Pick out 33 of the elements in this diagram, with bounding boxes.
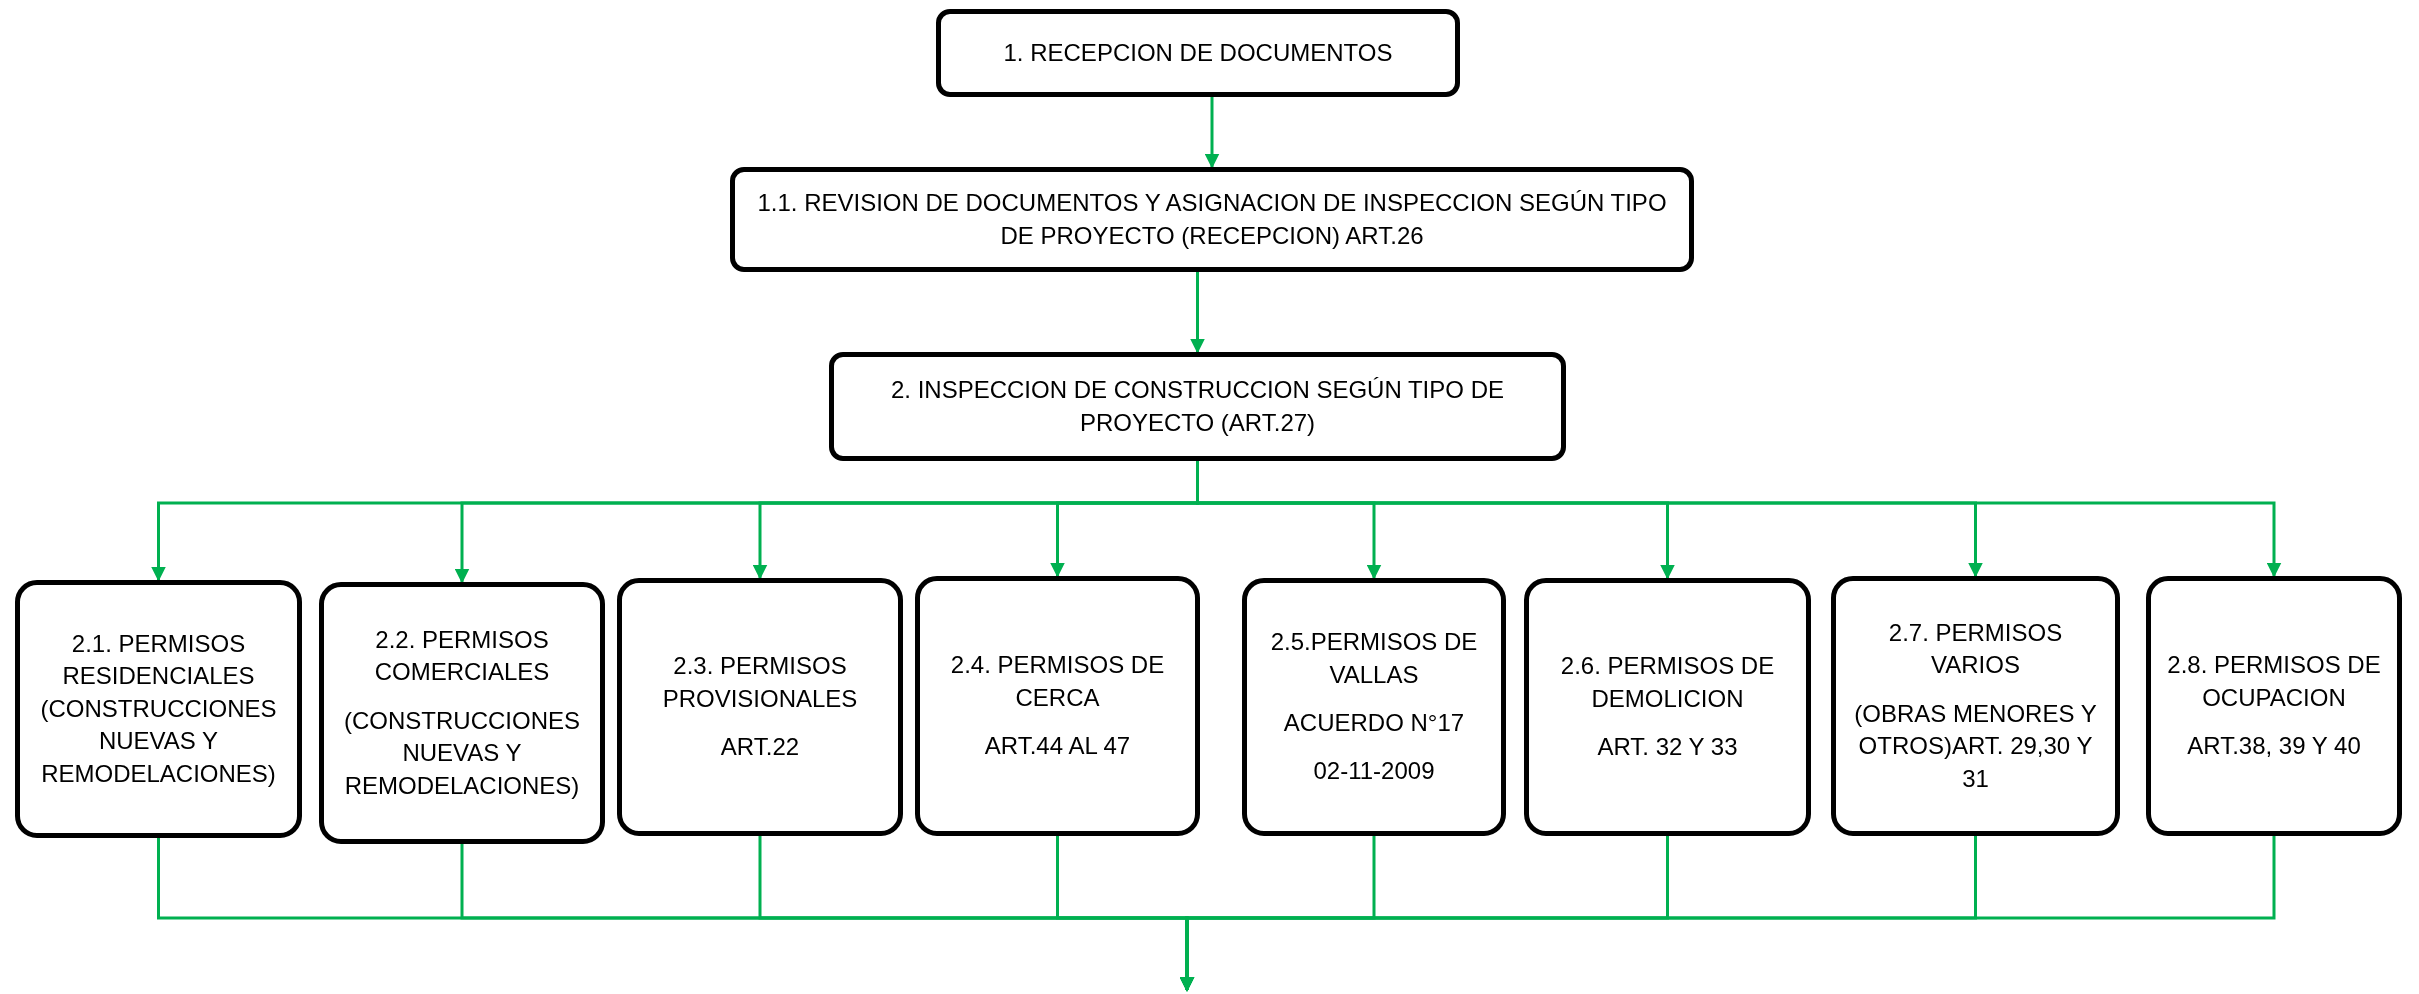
process-box [829,352,1566,461]
box-text: 2.5.PERMISOS DE VALLAS [1269,627,1479,690]
box-text: 1.1. REVISION DE DOCUMENTOS Y ASIGNACION DE INSPECCION SEGÚN TIPO DE PROYECTO (RECEPCION) ART.26 [756,188,1668,251]
box-text: 2.7. PERMISOS VARIOS [1887,618,2064,681]
box-text: 2.8. PERMISOS DE OCUPACION [2166,650,2382,713]
process-box [319,582,605,844]
box-text: 2.3. PERMISOS PROVISIONALES [661,651,859,714]
process-box [15,580,302,838]
process-box [1831,576,2120,836]
box-text: 2. INSPECCION DE CONSTRUCCION SEGÚN TIPO DE PROYECTO (ART.27) [890,375,1505,438]
process-box [730,167,1694,272]
box-text: ART.44 AL 47 [984,731,1131,762]
process-box [617,578,903,836]
process-box [915,576,1200,836]
box-text: 2.4. PERMISOS DE CERCA [949,650,1166,713]
box-text: ART. 32 Y 33 [1597,732,1738,763]
box-text: 2.1. PERMISOS RESIDENCIALES (CONSTRUCCIONES NUEVAS Y REMODELACIONES) [39,629,278,789]
arrow [1179,836,2276,992]
arrow [1204,97,1220,169]
box-text: 2.6. PERMISOS DE DEMOLICION [1559,651,1776,714]
box-text: 2.2. PERMISOS COMERCIALES [373,625,551,688]
process-box [1524,578,1811,836]
box-text: 1. RECEPCION DE DOCUMENTOS [1003,37,1393,68]
process-box [2146,576,2402,836]
box-text: (OBRAS MENORES Y OTROS)ART. 29,30 Y 31 [1853,698,2098,794]
box-text: (CONSTRUCCIONES NUEVAS Y REMODELACIONES) [343,705,581,801]
box-text: ART.22 [720,732,800,763]
box-text: 02-11-2009 [1313,756,1435,787]
arrow [1190,272,1205,354]
process-box [936,9,1460,97]
process-box [1242,578,1506,836]
box-text: ART.38, 39 Y 40 [2187,731,2361,762]
box-text: ACUERDO N°17 [1283,708,1465,738]
